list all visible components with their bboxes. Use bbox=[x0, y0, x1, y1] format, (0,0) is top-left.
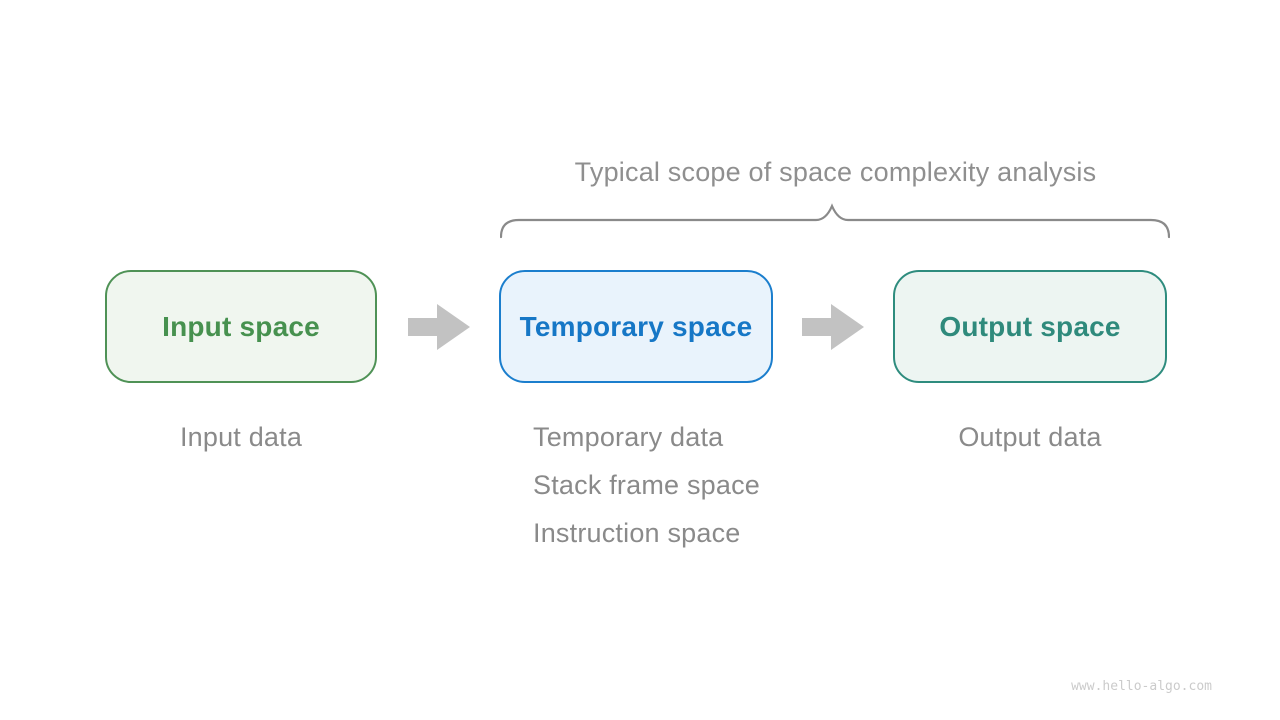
temporary-space-label: Temporary space bbox=[519, 310, 753, 342]
stack-frame-space-caption: Stack frame space bbox=[533, 470, 760, 500]
flow-arrow-icon bbox=[802, 304, 864, 350]
temporary-data-caption: Temporary data bbox=[533, 422, 724, 452]
temporary-space-box: Temporary space bbox=[499, 270, 773, 383]
output-space-label: Output space bbox=[939, 310, 1121, 342]
input-data-caption: Input data bbox=[179, 422, 303, 452]
temporary-captions-list: Temporary data Stack frame space Instruc… bbox=[533, 413, 833, 557]
watermark: www.hello-algo.com bbox=[1071, 679, 1212, 694]
diagram-title: Typical scope of space complexity analys… bbox=[574, 157, 1097, 187]
input-space-box: Input space bbox=[105, 270, 377, 383]
output-space-box: Output space bbox=[893, 270, 1167, 383]
input-space-label: Input space bbox=[162, 310, 320, 342]
instruction-space-caption: Instruction space bbox=[533, 518, 741, 548]
output-data-caption: Output data bbox=[958, 422, 1102, 452]
scope-brace bbox=[500, 203, 1170, 239]
flow-arrow-icon bbox=[408, 304, 470, 350]
